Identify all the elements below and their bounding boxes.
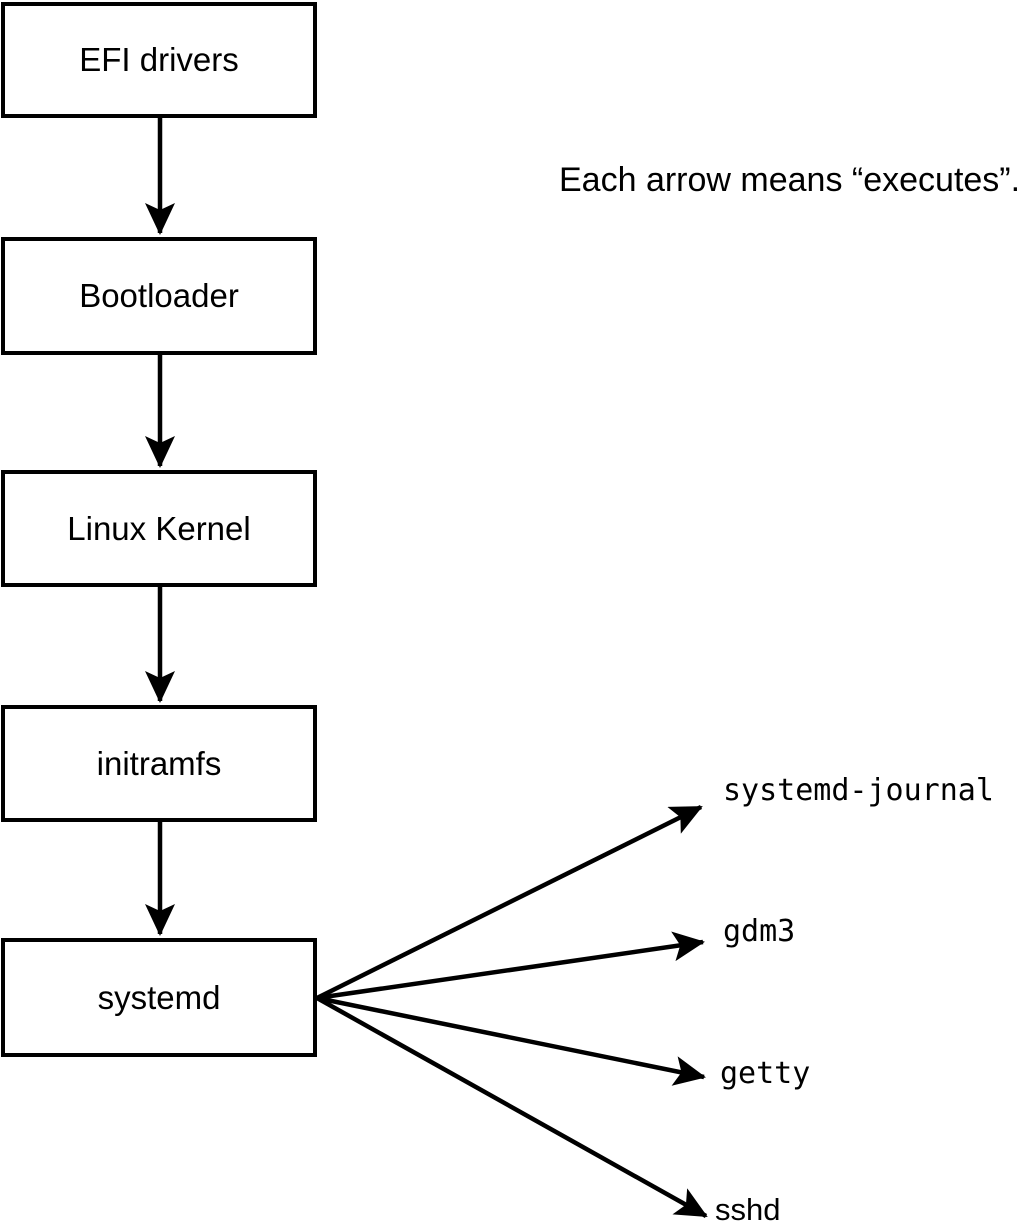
- spawn-label-gdm3: gdm3: [723, 914, 796, 949]
- spawn-label-sshd: sshd: [715, 1192, 781, 1227]
- spawn-label-getty: getty: [720, 1056, 811, 1091]
- chain-box-efi-drivers: EFI drivers: [1, 2, 317, 118]
- arrow-meaning-note: Each arrow means “executes”.: [559, 161, 1021, 199]
- chain-box-label: Linux Kernel: [67, 509, 251, 547]
- chain-box-label: systemd: [97, 978, 221, 1016]
- chain-box-initramfs: initramfs: [1, 705, 317, 822]
- chain-box-systemd: systemd: [1, 938, 317, 1057]
- chain-box-label: Bootloader: [79, 277, 239, 314]
- chain-box-label: EFI drivers: [79, 41, 239, 78]
- spawn-arrow-gdm3: [316, 931, 705, 1001]
- chain-box-bootloader: Bootloader: [1, 237, 317, 355]
- spawn-arrow-sshd: [315, 996, 708, 1218]
- spawn-arrow-systemd-journal: [315, 804, 703, 1001]
- spawn-label-systemd-journal: systemd-journal: [723, 773, 994, 808]
- spawn-arrows: [315, 804, 708, 1218]
- spawn-arrow-getty: [316, 995, 706, 1086]
- chain-box-linux-kernel: Linux Kernel: [1, 470, 317, 587]
- chain-box-label: initramfs: [96, 744, 222, 782]
